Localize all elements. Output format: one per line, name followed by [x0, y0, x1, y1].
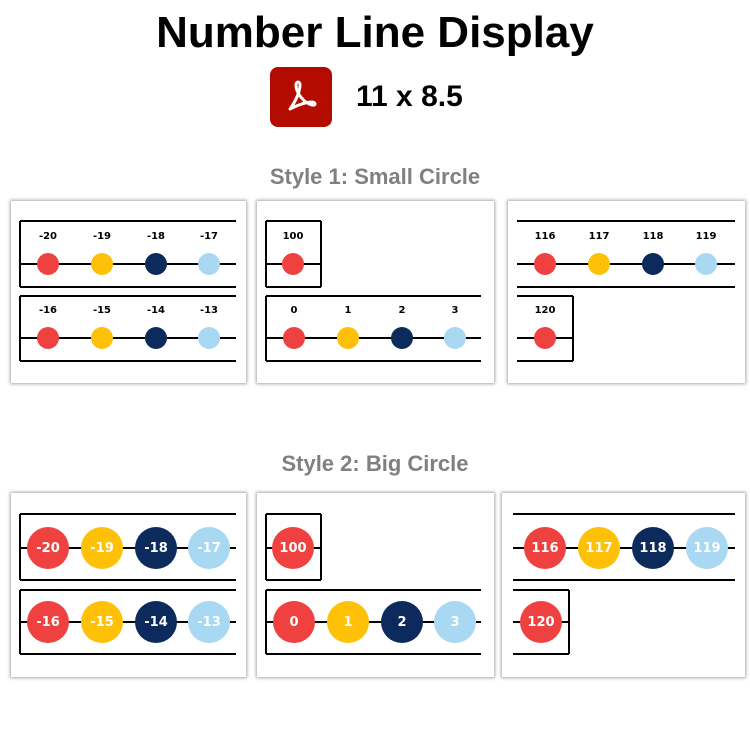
style2-title: Style 2: Big Circle [281, 451, 469, 476]
number-circle-label: -13 [188, 601, 230, 643]
paper-size-label: 11 x 8.5 [356, 80, 463, 113]
number-circle-label: 117 [578, 527, 620, 569]
number-circle [198, 253, 220, 275]
number-label: -17 [199, 231, 219, 242]
number-line-frame [265, 220, 481, 362]
number-label: 117 [588, 231, 610, 242]
number-circle [695, 253, 717, 275]
number-label: 116 [534, 231, 556, 242]
style2-card-negative: -20 -19 -18 -17 -16 -15 -14 -13 [11, 493, 246, 677]
number-circle [642, 253, 664, 275]
style2-card-over-hundred: 116 117 118 119 120 [502, 493, 745, 677]
style1-card-over-hundred: 116 117 118 119 120 [508, 201, 745, 383]
number-label: -18 [146, 231, 166, 242]
number-circle-label: 118 [632, 527, 674, 569]
number-circle [91, 327, 113, 349]
number-circle-label: -14 [135, 601, 177, 643]
number-label: -16 [38, 305, 58, 316]
number-circle [534, 327, 556, 349]
number-label: -15 [92, 305, 112, 316]
number-circle-label: 119 [686, 527, 728, 569]
page-title: Number Line Display [156, 8, 594, 57]
number-circle-label: 100 [272, 527, 314, 569]
number-label: 1 [344, 305, 352, 316]
number-label: 100 [282, 231, 304, 242]
number-circle [145, 327, 167, 349]
number-circle [534, 253, 556, 275]
number-circle [37, 327, 59, 349]
number-circle [198, 327, 220, 349]
number-circle [337, 327, 359, 349]
number-label: -19 [92, 231, 112, 242]
number-circle [588, 253, 610, 275]
number-label: 120 [534, 305, 556, 316]
style1-card-negative: -20 -19 -18 -17 -16 -15 -14 -13 [11, 201, 246, 383]
number-circle [391, 327, 413, 349]
number-circle [283, 327, 305, 349]
number-circle-label: 3 [434, 601, 476, 643]
number-circle-label: 116 [524, 527, 566, 569]
number-circle [91, 253, 113, 275]
number-circle-label: 2 [381, 601, 423, 643]
number-circle-label: -18 [135, 527, 177, 569]
number-label: 118 [642, 231, 664, 242]
number-circle-label: 0 [273, 601, 315, 643]
number-label: 0 [290, 305, 298, 316]
style1-card-zero-hundred: 100 0 1 2 3 [257, 201, 494, 383]
number-circle-label: 120 [520, 601, 562, 643]
number-line-frame [265, 513, 481, 655]
number-label: -13 [199, 305, 219, 316]
number-line-frame [513, 513, 735, 655]
number-circle-label: -15 [81, 601, 123, 643]
number-circle-label: -20 [27, 527, 69, 569]
number-label: 119 [695, 231, 717, 242]
number-circle-label: 1 [327, 601, 369, 643]
number-line-frame [517, 220, 735, 362]
number-line-frame [19, 513, 236, 655]
style1-title: Style 1: Small Circle [269, 164, 481, 189]
number-label: -20 [38, 231, 58, 242]
number-circle [444, 327, 466, 349]
number-label: 3 [451, 305, 459, 316]
number-circle-label: -17 [188, 527, 230, 569]
number-circle-label: -16 [27, 601, 69, 643]
number-circle [37, 253, 59, 275]
number-line-frame [19, 220, 236, 362]
number-circle [282, 253, 304, 275]
number-circle [145, 253, 167, 275]
number-label: 2 [398, 305, 406, 316]
pdf-icon [270, 67, 332, 127]
number-label: -14 [146, 305, 166, 316]
number-circle-label: -19 [81, 527, 123, 569]
